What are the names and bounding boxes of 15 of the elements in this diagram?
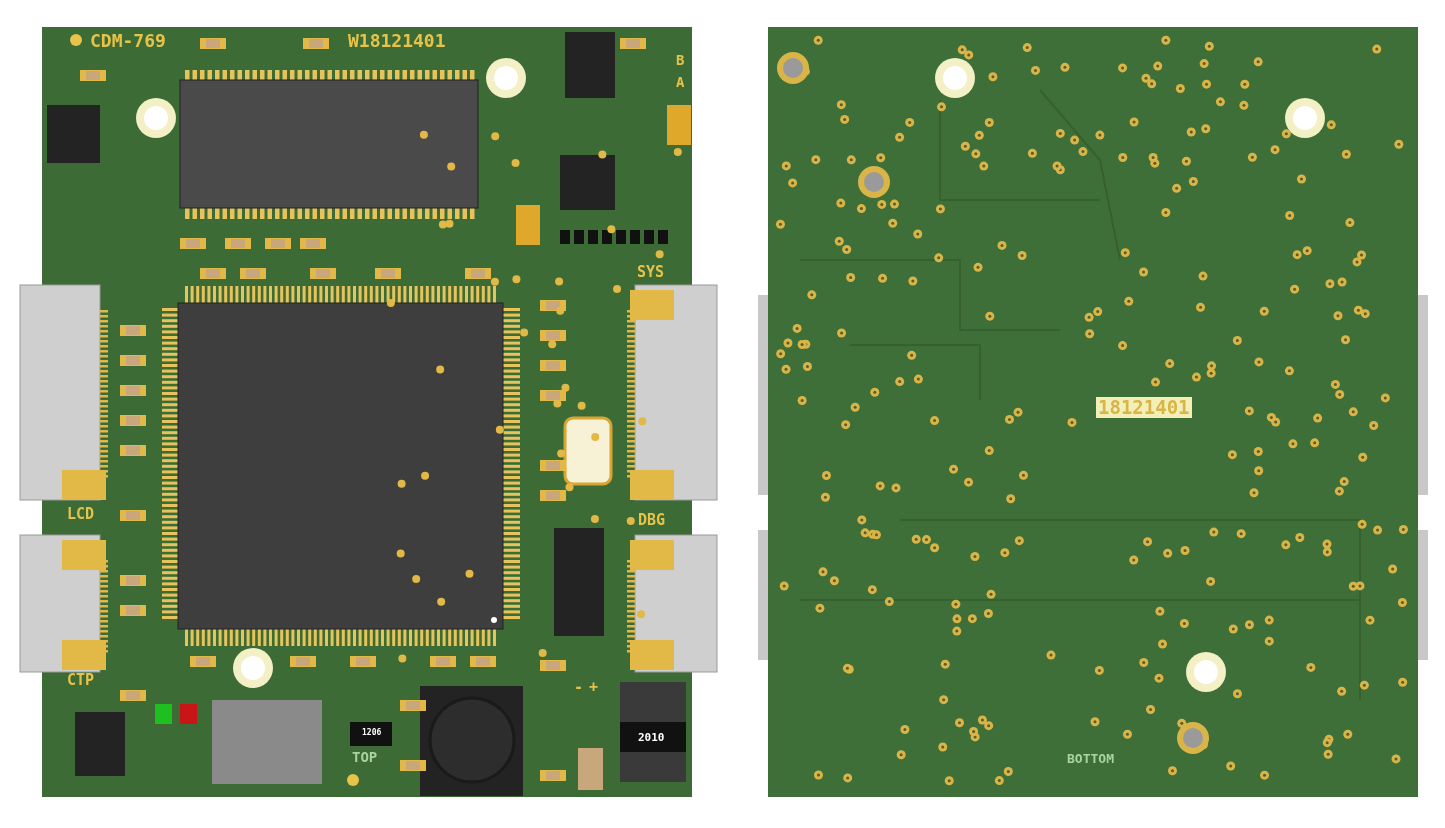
silkscreen-label: - [574, 680, 584, 695]
silkscreen-label: W18121401 [348, 32, 446, 50]
silkscreen-label: B [676, 53, 685, 67]
component-marking: 2010 [638, 732, 665, 743]
silkscreen-label: CTP [67, 673, 95, 688]
silkscreen-label: TOP [352, 750, 378, 764]
silkscreen-label: A [676, 75, 685, 89]
silkscreen-label: + [589, 680, 599, 695]
silkscreen-label: BOTTOM [1067, 752, 1114, 765]
serial-number-label: 18121401 [1096, 397, 1192, 418]
silkscreen-label: DBG [638, 513, 666, 528]
component-marking: 1206 [362, 729, 382, 737]
silkscreen-label: SYS [637, 265, 665, 280]
silkscreen-label: CDM-769 [90, 32, 166, 50]
silkscreen-label: LCD [67, 507, 95, 522]
